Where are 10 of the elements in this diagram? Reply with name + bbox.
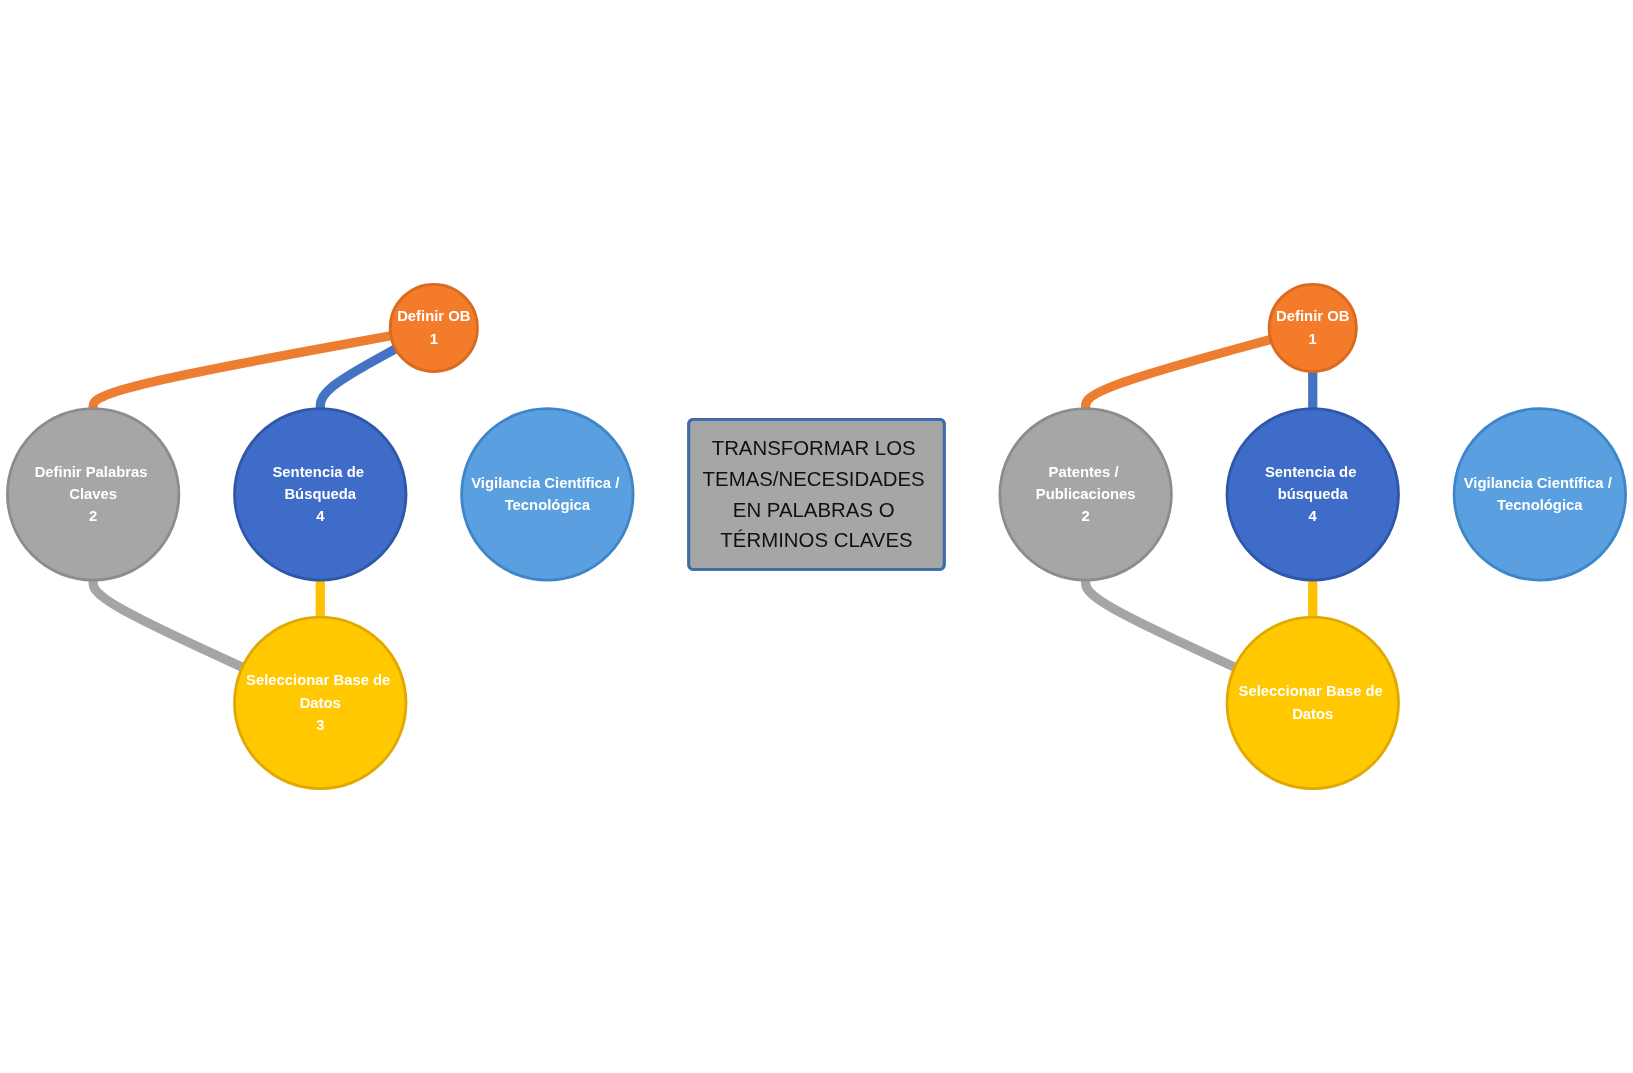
node-circle: Definir OB 1 (388, 282, 479, 373)
node-circle: Vigilancia Científica / Tecnológica (1452, 407, 1627, 582)
node-circle: Vigilancia Científica / Tecnológica (460, 407, 635, 582)
node-circle: Seleccionar Base de Datos (1225, 615, 1400, 791)
node-circle: Patentes / Publicaciones 2 (998, 407, 1173, 582)
node-circle: Definir OB 1 (1267, 282, 1358, 373)
node-circle: Seleccionar Base de Datos 3 (233, 615, 408, 791)
node-circle: Definir Palabras Claves 2 (6, 407, 181, 582)
node-circle: Sentencia de Búsqueda 4 (233, 407, 408, 582)
node-circle: Sentencia de búsqueda 4 (1225, 407, 1400, 582)
